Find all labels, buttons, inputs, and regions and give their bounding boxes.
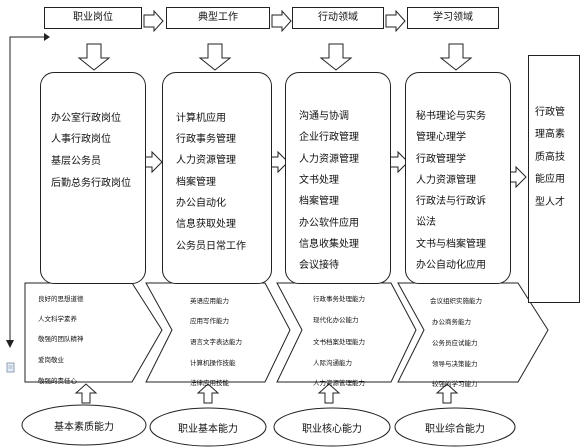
- header-learn: 学习领域: [407, 7, 499, 29]
- col-arrow-1: [143, 150, 163, 174]
- oval-basic: [21, 404, 147, 446]
- oval-core: [273, 407, 391, 447]
- document-icon: [6, 362, 15, 373]
- up-arrow-core-basic: [196, 383, 220, 404]
- chevron-comprehensive-item: 会议组织实施能力: [430, 297, 482, 305]
- chevron-core-basic-item: 应用写作能力: [190, 317, 229, 325]
- oval-core-basic: [149, 407, 267, 447]
- chevron-basic-item: 人文科学素养: [38, 315, 77, 323]
- column-post: 办公室行政岗位 人事行政岗位 基层公务员 后勤总务行政岗位: [40, 72, 146, 284]
- chevron-basic-item: 爱岗敬业: [38, 356, 64, 364]
- chevron-core-basic-item: 英语应用能力: [190, 297, 229, 305]
- feedback-line-arrowhead: [44, 33, 50, 41]
- learn-item: 行政管理学: [416, 154, 466, 165]
- action-item: 信息收集处理: [299, 239, 359, 250]
- header-arrow-1: [143, 9, 164, 33]
- chevron-basic-item: 敬强的责任心: [38, 377, 77, 385]
- outcome-line: 能应用: [535, 174, 565, 185]
- post-item: 办公室行政岗位: [51, 113, 121, 124]
- outcome-box: 行政管 理高素 质高技 能应用 型人才: [528, 55, 580, 303]
- chevron-comprehensive-item: 较强的学习能力: [432, 380, 478, 388]
- work-item: 行政事务管理: [176, 134, 236, 145]
- header-action: 行动领域: [292, 7, 384, 29]
- work-item: 办公自动化: [176, 198, 226, 209]
- feedback-line-bottom-arrow: [6, 340, 14, 348]
- column-action: 沟通与协调 企业行政管理 人力资源管理 文书处理 档案管理 办公软件应用 信息收…: [285, 72, 391, 284]
- action-item: 档案管理: [299, 196, 339, 207]
- learn-item: 行政法与行政诉: [416, 196, 486, 207]
- header-post: 职业岗位: [44, 7, 142, 29]
- chevron-core-item: 现代化办公能力: [313, 316, 359, 324]
- chevron-core-basic-item: 计算机操作技能: [190, 359, 236, 367]
- oval-comprehensive: [394, 407, 516, 447]
- down-arrow-learn: [439, 43, 473, 71]
- action-item: 文书处理: [299, 175, 339, 186]
- outcome-line: 质高技: [535, 152, 565, 163]
- chevron-core-basic-item: 语言文字表达能力: [190, 338, 242, 346]
- chevron-core-item: 人际沟通能力: [313, 359, 352, 367]
- down-arrow-action: [319, 43, 353, 71]
- learn-item: 讼法: [416, 217, 436, 228]
- chevron-core-item: 行政事务处理能力: [313, 295, 365, 303]
- chevron-comprehensive-item: 公务员应试能力: [432, 339, 478, 347]
- action-item: 会议接待: [299, 260, 339, 271]
- down-arrow-work: [198, 43, 232, 71]
- learn-item: 办公自动化应用: [416, 260, 486, 271]
- learn-item: 秘书理论与实务: [416, 111, 486, 122]
- chevron-comprehensive: [397, 282, 549, 383]
- outcome-line: 理高素: [535, 129, 565, 140]
- action-item: 沟通与协调: [299, 111, 349, 122]
- oval-label-core-basic: 职业基本能力: [178, 424, 238, 435]
- oval-label-core: 职业核心能力: [302, 424, 362, 435]
- action-item: 企业行政管理: [299, 132, 359, 143]
- column-learn: 秘书理论与实务 管理心理学 行政管理学 人力资源管理 行政法与行政诉 讼法 文书…: [405, 72, 511, 284]
- up-arrow-basic: [74, 383, 98, 404]
- oval-label-comprehensive: 职业综合能力: [425, 424, 485, 435]
- column-work: 计算机应用 行政事务管理 人力资源管理 档案管理 办公自动化 信息获取处理 公务…: [162, 72, 272, 284]
- outcome-line: 行政管: [535, 107, 565, 118]
- header-work: 典型工作: [166, 7, 270, 29]
- post-item: 基层公务员: [51, 156, 101, 167]
- learn-item: 文书与档案管理: [416, 239, 486, 250]
- post-item: 人事行政岗位: [51, 134, 111, 145]
- chevron-core-item: 人力资源管理能力: [313, 379, 365, 387]
- oval-label-basic: 基本素质能力: [54, 422, 114, 433]
- action-item: 办公软件应用: [299, 218, 359, 229]
- col-arrow-3: [389, 150, 409, 174]
- work-item: 公务员日常工作: [176, 241, 246, 252]
- chevron-core-item: 文书档案处理能力: [313, 338, 365, 346]
- chevron-core: [276, 282, 417, 383]
- work-item: 信息获取处理: [176, 219, 236, 230]
- post-item: 后勤总务行政岗位: [51, 178, 131, 189]
- down-arrow-post: [77, 43, 111, 71]
- chevron-basic-item: 良好的思想道德: [38, 295, 84, 303]
- action-item: 人力资源管理: [299, 154, 359, 165]
- chevron-comprehensive-item: 领导与决策能力: [432, 360, 478, 368]
- header-arrow-3: [385, 9, 406, 33]
- chevron-comprehensive-item: 办公商务能力: [432, 318, 471, 326]
- learn-item: 人力资源管理: [416, 175, 476, 186]
- outcome-line: 型人才: [535, 197, 565, 208]
- chevron-basic-item: 敬强的团队精神: [38, 335, 84, 343]
- work-item: 档案管理: [176, 177, 216, 188]
- chevron-core-basic: [145, 282, 291, 383]
- header-arrow-2: [271, 9, 292, 33]
- feedback-line: [9, 36, 44, 345]
- up-arrow-core: [317, 383, 341, 404]
- work-item: 人力资源管理: [176, 155, 236, 166]
- learn-item: 管理心理学: [416, 132, 466, 143]
- up-arrow-comprehensive: [435, 383, 459, 404]
- work-item: 计算机应用: [176, 113, 226, 124]
- chevron-core-basic-item: 法律应用技能: [190, 379, 229, 387]
